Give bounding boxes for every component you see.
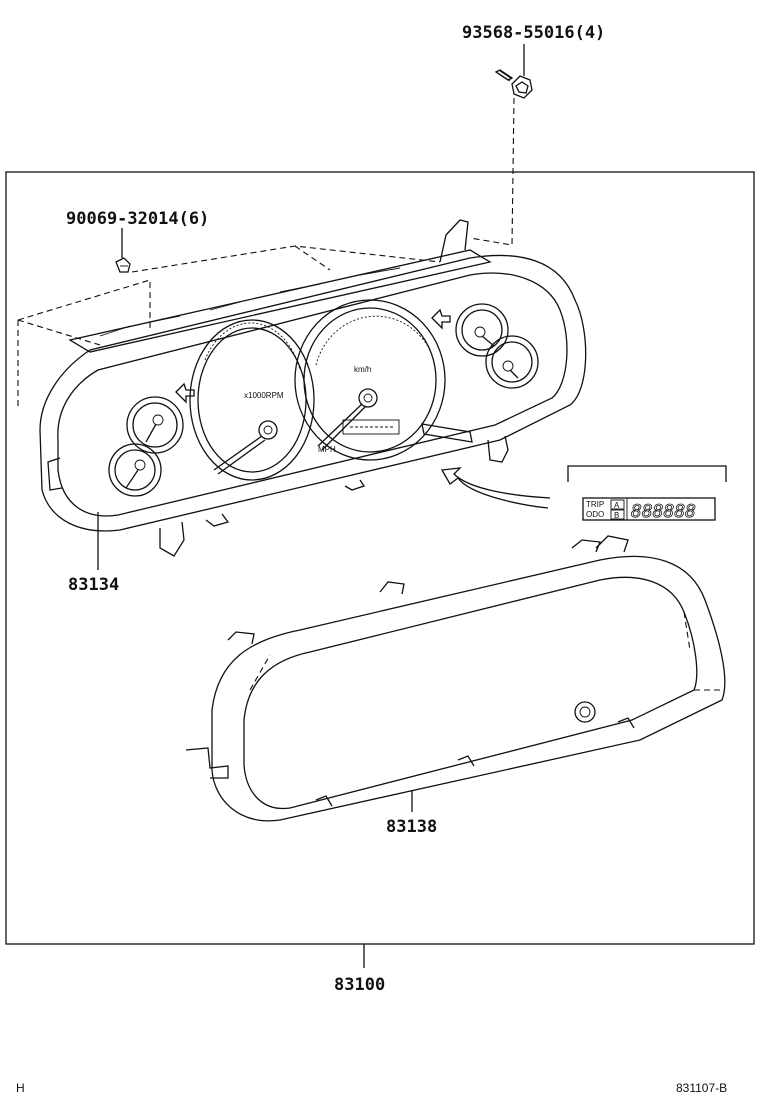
odometer-display <box>342 419 400 435</box>
pointer-arrow-icon <box>440 467 551 509</box>
inset-b-label: B <box>614 511 619 520</box>
part-label-83138: 83138 <box>386 817 437 837</box>
screw-left-icon <box>115 257 131 273</box>
inset-digits: 888888 <box>631 501 696 522</box>
tachometer-unit-label: x1000RPM <box>244 391 284 400</box>
speedometer-unit-label: km/h <box>354 365 371 374</box>
mph-label: MPH <box>318 445 336 454</box>
part-label-90069: 90069-32014(6) <box>66 209 209 229</box>
glass-cover <box>185 535 726 822</box>
meter-body: x1000RPM km/h MPH <box>39 219 587 557</box>
odometer-inset: TRIP ODO A B 888888 <box>567 465 727 522</box>
inset-odo-label: ODO <box>586 510 604 519</box>
assembly-frame <box>5 171 755 945</box>
part-label-83134: 83134 <box>68 575 119 595</box>
screw-top-icon <box>494 69 533 99</box>
part-label-93568: 93568-55016(4) <box>462 23 605 43</box>
part-label-83100: 83100 <box>334 975 385 995</box>
inset-a-label: A <box>614 501 620 510</box>
inset-trip-label: TRIP <box>586 500 604 509</box>
figure-code: 831107-B <box>676 1081 727 1095</box>
footer-left-mark: H <box>16 1081 25 1095</box>
